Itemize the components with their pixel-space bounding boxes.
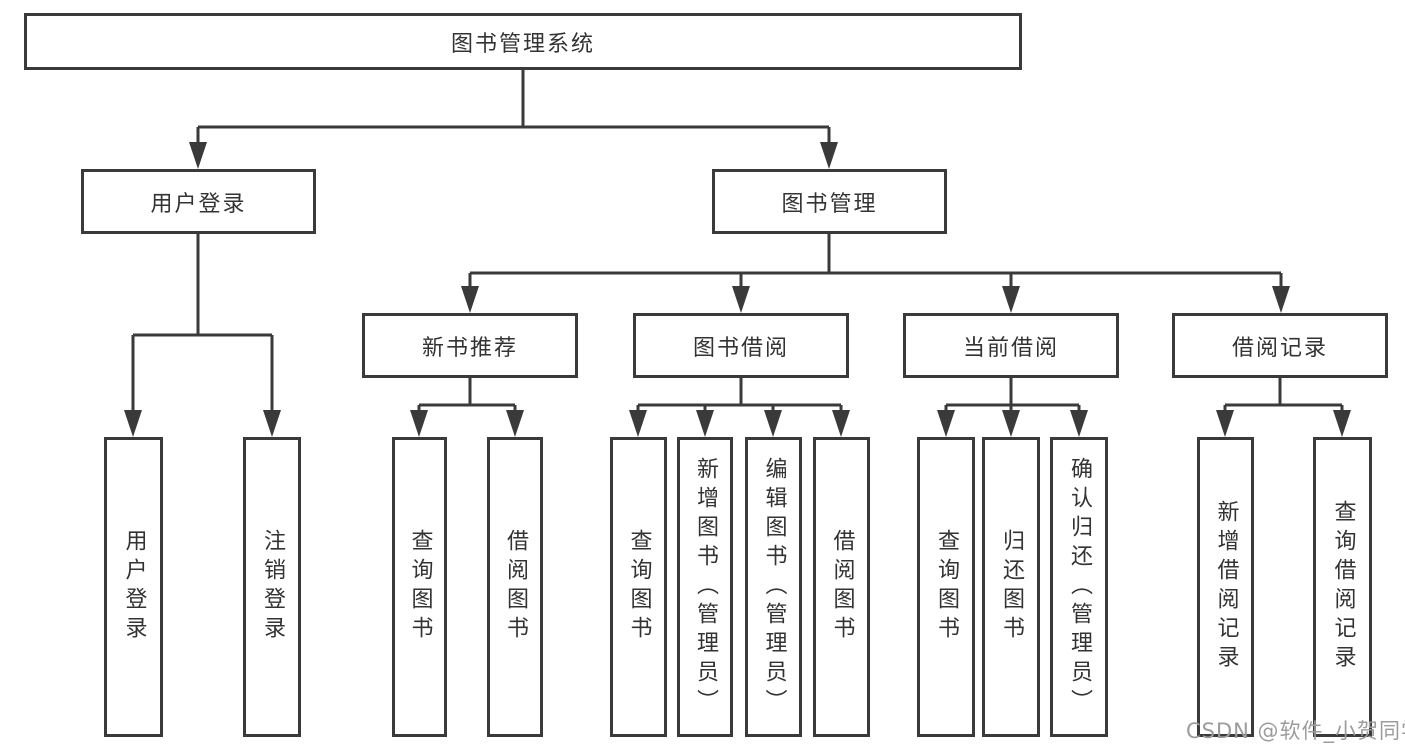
node-library-system: 图书管理系统 (24, 13, 1022, 70)
node-current-borrowing: 当前借阅 (903, 313, 1119, 378)
csdn-watermark: CSDN @软件_小贺同学 (1186, 719, 1405, 743)
leaf-add-book-admin: 新增图书（管理员） (677, 437, 733, 737)
leaf-user-login-label: 用户登录 (121, 529, 147, 645)
node-library-system-label: 图书管理系统 (450, 31, 595, 57)
leaf-add-borrow-record-label: 新增借阅记录 (1213, 500, 1239, 674)
node-book-management-label: 图书管理 (781, 191, 878, 217)
leaf-edit-book-admin: 编辑图书（管理员） (745, 437, 802, 737)
leaf-edit-book-admin-label: 编辑图书（管理员） (761, 456, 787, 718)
leaf-query-books-current: 查询图书 (917, 437, 975, 737)
leaf-borrow-books-recommend-label: 借阅图书 (503, 529, 528, 645)
leaf-query-books-recommend-label: 查询图书 (407, 529, 433, 645)
node-user-login-label: 用户登录 (150, 191, 247, 217)
node-new-book-recommend-label: 新书推荐 (421, 335, 518, 361)
leaf-confirm-return-admin-label: 确认归还（管理员） (1067, 456, 1092, 718)
leaf-return-books-label: 归还图书 (999, 529, 1024, 645)
leaf-query-borrow-record-label: 查询借阅记录 (1330, 500, 1356, 674)
node-book-borrowing: 图书借阅 (633, 313, 849, 378)
leaf-query-books-borrowing-label: 查询图书 (626, 529, 652, 645)
leaf-query-books-borrowing: 查询图书 (610, 437, 667, 737)
node-current-borrowing-label: 当前借阅 (962, 335, 1059, 361)
node-book-borrowing-label: 图书借阅 (692, 335, 789, 361)
node-borrowing-records: 借阅记录 (1172, 313, 1388, 378)
node-book-management: 图书管理 (712, 169, 947, 234)
leaf-logout: 注销登录 (243, 437, 301, 737)
leaf-borrow-books-borrowing-label: 借阅图书 (829, 529, 855, 645)
leaf-add-book-admin-label: 新增图书（管理员） (693, 456, 718, 718)
leaf-return-books: 归还图书 (982, 437, 1040, 737)
leaf-logout-label: 注销登录 (260, 529, 285, 645)
node-new-book-recommend: 新书推荐 (362, 313, 578, 378)
node-borrowing-records-label: 借阅记录 (1231, 335, 1328, 361)
leaf-add-borrow-record: 新增借阅记录 (1197, 437, 1254, 737)
leaf-borrow-books-borrowing: 借阅图书 (813, 437, 870, 737)
leaf-user-login: 用户登录 (104, 437, 163, 737)
node-user-login: 用户登录 (81, 169, 316, 234)
leaf-borrow-books-recommend: 借阅图书 (487, 437, 543, 737)
leaf-query-borrow-record: 查询借阅记录 (1313, 437, 1372, 737)
leaf-query-books-recommend: 查询图书 (392, 437, 447, 737)
leaf-confirm-return-admin: 确认归还（管理员） (1050, 437, 1108, 737)
leaf-query-books-current-label: 查询图书 (934, 529, 959, 645)
